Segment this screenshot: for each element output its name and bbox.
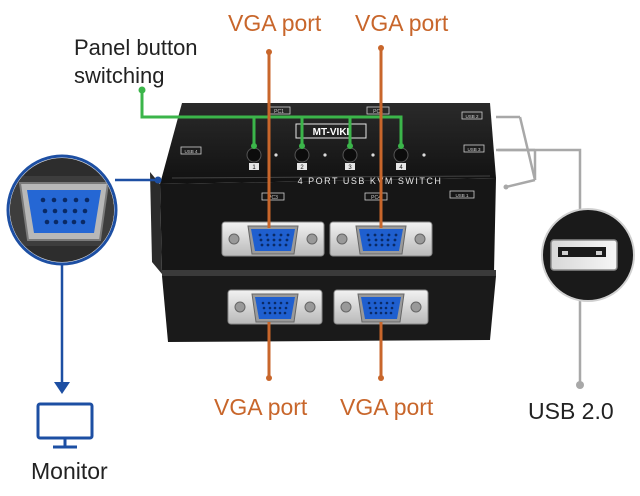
button-number-1: 1 [252, 165, 256, 171]
device-seam [162, 270, 496, 276]
kvm-device: PC1 PC2 PC3 PC4 USB 2 USB 3 USB 4 USB 1 … [150, 103, 496, 342]
monitor-label: Monitor [31, 458, 108, 484]
usb-tag-1: USB 2 [465, 114, 479, 119]
device-side [150, 172, 162, 274]
vga-port-lower-left [227, 289, 323, 325]
device-lower-body [162, 276, 496, 342]
device-upper-front [160, 178, 496, 274]
usb-leader-lines [496, 115, 582, 385]
vga-port-label-bottom-right: VGA port [340, 394, 434, 420]
model-text: 4 PORT USB KVM SWITCH [298, 176, 443, 186]
usb-tag-3: USB 4 [184, 149, 198, 154]
panel-button-2[interactable] [294, 147, 310, 163]
button-number-4: 4 [399, 165, 403, 171]
button-number-3: 3 [348, 165, 352, 171]
panel-buttons: 1 2 3 4 [246, 147, 426, 171]
usb-port-zoom [541, 208, 635, 302]
panel-button-callout [140, 90, 403, 146]
monitor-leader-line [60, 178, 158, 382]
panel-button-label-line1: Panel button [74, 35, 198, 60]
button-number-2: 2 [300, 165, 304, 171]
vga-leader-lines [267, 48, 383, 378]
panel-callout-dot [138, 86, 146, 94]
pc-tag-1: PC1 [274, 109, 284, 115]
device-top-surface [160, 103, 496, 184]
vga-port-upper-right [329, 221, 433, 257]
panel-button-4[interactable] [393, 147, 409, 163]
brand-logo: MT-VIKI [313, 127, 350, 138]
vga-port-label-bottom-left: VGA port [214, 394, 308, 420]
panel-button-1[interactable] [246, 147, 262, 163]
pc-tag-3: PC3 [268, 195, 278, 201]
usb-callout-dot [576, 381, 584, 389]
vga-port-upper-left [221, 221, 325, 257]
pc-tag-2: PC2 [373, 109, 383, 115]
vga-port-label-top-right: VGA port [355, 10, 449, 36]
panel-button-3[interactable] [342, 147, 358, 163]
usb-tag-4: USB 1 [455, 193, 469, 198]
usb-tag-2: USB 3 [467, 147, 481, 152]
vga-port-lower-right [333, 289, 429, 325]
pc-tag-4: PC4 [371, 195, 381, 201]
usb-label: USB 2.0 [528, 398, 614, 424]
vga-port-label-top-left: VGA port [228, 10, 322, 36]
monitor-arrowhead [54, 382, 70, 394]
monitor-connector-zoom [6, 154, 118, 266]
monitor-icon [36, 402, 94, 449]
panel-button-label-line2: switching [74, 63, 165, 88]
